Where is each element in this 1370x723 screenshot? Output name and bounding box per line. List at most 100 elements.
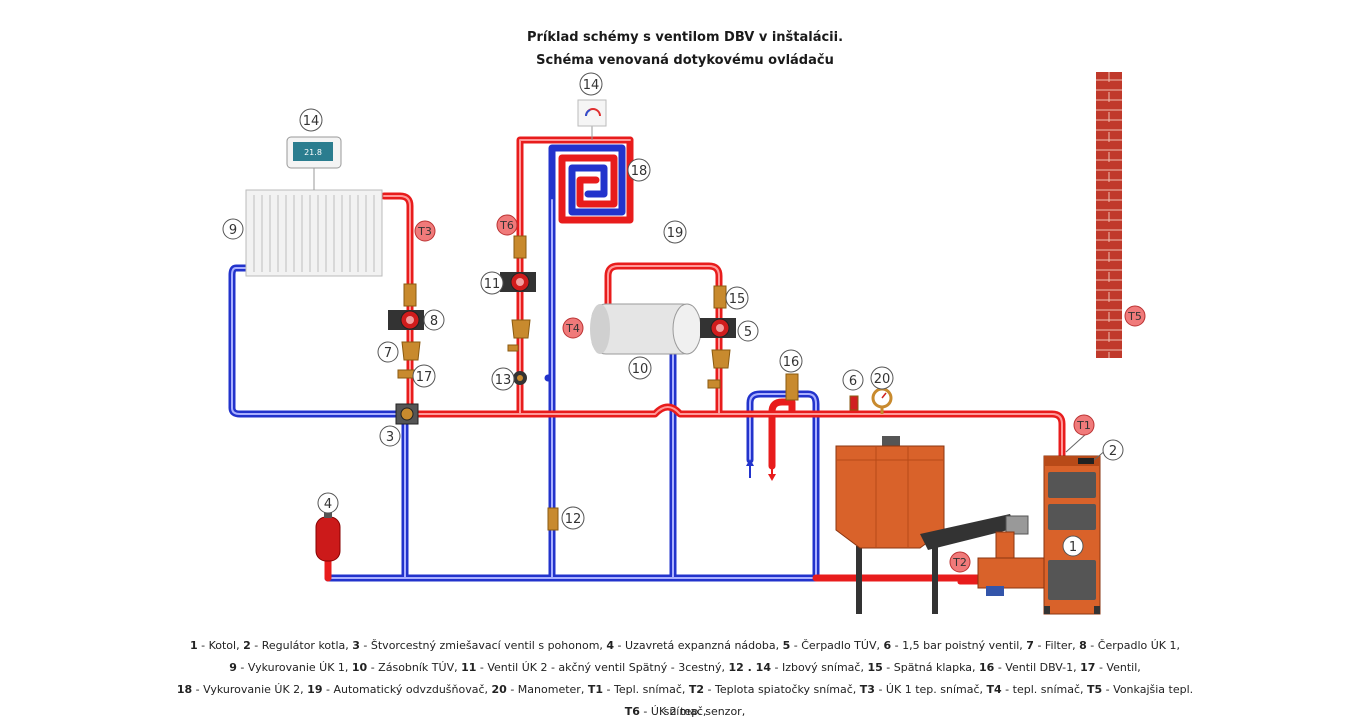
legend-line-4: T6 - ÚK 2 tep. senzor, bbox=[160, 701, 1210, 723]
legend-desc: - Vonkajšia tepl. snímač, bbox=[663, 683, 1194, 718]
svg-text:T3: T3 bbox=[417, 225, 432, 238]
label-14-touch: 14 bbox=[299, 108, 323, 132]
legend-desc: - Filter, bbox=[1033, 639, 1080, 652]
boiler bbox=[1043, 455, 1101, 615]
legend-desc: - Manometer, bbox=[506, 683, 588, 696]
sensor-t5: T5 bbox=[1124, 305, 1146, 327]
label-1: 1 bbox=[1062, 535, 1084, 557]
radiator bbox=[245, 189, 383, 277]
svg-text:20: 20 bbox=[874, 372, 891, 387]
svg-text:10: 10 bbox=[632, 362, 649, 377]
brass-fittings bbox=[397, 227, 859, 531]
legend-line-2: 9 - Vykurovanie ÚK 1, 10 - Zásobník TÚV,… bbox=[160, 657, 1210, 679]
legend-desc: - Ventil ÚK 2 - akčný ventil Spätný - 3c… bbox=[476, 661, 729, 674]
legend-desc: - Kotol, bbox=[197, 639, 244, 652]
room-sensor bbox=[577, 99, 607, 140]
sensor-t6: T6 bbox=[496, 214, 518, 236]
legend-key: T6 bbox=[624, 705, 640, 718]
legend-key: 3 bbox=[352, 639, 360, 652]
thermostat-display: 21.8 bbox=[304, 148, 322, 157]
legend-desc: - Automatický odvzdušňovač, bbox=[322, 683, 492, 696]
svg-text:T5: T5 bbox=[1127, 310, 1142, 323]
legend-desc: - Čerpadlo TÚV, bbox=[790, 639, 884, 652]
svg-text:T4: T4 bbox=[565, 322, 580, 335]
label-11: 11 bbox=[480, 271, 504, 295]
svg-text:12: 12 bbox=[565, 512, 582, 527]
svg-text:3: 3 bbox=[386, 430, 394, 445]
svg-text:8: 8 bbox=[430, 314, 438, 329]
sensor-t1: T1 bbox=[1073, 414, 1095, 436]
label-20: 20 bbox=[870, 366, 894, 390]
svg-text:18: 18 bbox=[631, 164, 648, 179]
three-way-valve bbox=[513, 371, 527, 385]
outside-wall bbox=[1096, 72, 1122, 358]
pellet-hopper bbox=[835, 436, 945, 614]
svg-text:T6: T6 bbox=[499, 219, 514, 232]
legend-key: 5 bbox=[782, 639, 791, 652]
legend-desc: - Izbový snímač, bbox=[770, 661, 868, 674]
label-7: 7 bbox=[377, 341, 399, 363]
legend-desc: - Ventil DBV-1, bbox=[994, 661, 1081, 674]
svg-text:4: 4 bbox=[324, 497, 332, 512]
pump-uk1 bbox=[388, 283, 424, 330]
legend-key: T1 bbox=[587, 683, 603, 696]
legend-desc: - Vykurovanie ÚK 1, bbox=[236, 661, 352, 674]
sensor-t4: T4 bbox=[562, 317, 584, 339]
sensor-labels: T1 T2 T3 T4 T5 T6 bbox=[414, 214, 1146, 573]
svg-text:1: 1 bbox=[1069, 540, 1077, 555]
legend-key: 19 bbox=[307, 683, 323, 696]
label-2: 2 bbox=[1102, 439, 1124, 461]
legend-key: 11 bbox=[461, 661, 477, 674]
label-13: 13 bbox=[491, 367, 515, 391]
flow-arrows bbox=[746, 459, 776, 481]
legend-desc: - ÚK 2 tep. senzor, bbox=[639, 705, 746, 718]
svg-text:11: 11 bbox=[484, 277, 501, 292]
room-thermostat-touch: 21.8 bbox=[286, 136, 342, 190]
label-8: 8 bbox=[423, 309, 445, 331]
label-12: 12 bbox=[561, 506, 585, 530]
svg-text:6: 6 bbox=[849, 374, 857, 389]
label-15: 15 bbox=[725, 286, 749, 310]
legend-key: 9 bbox=[229, 661, 237, 674]
pump-dhw bbox=[700, 285, 736, 338]
legend-desc: - Uzavretá expanzná nádoba, bbox=[614, 639, 783, 652]
svg-text:5: 5 bbox=[744, 325, 752, 340]
legend-key: T4 bbox=[986, 683, 1002, 696]
legend-desc: - Štvorcestný zmiešavací ventil s pohono… bbox=[359, 639, 607, 652]
label-18: 18 bbox=[627, 158, 651, 182]
legend-desc: - ÚK 1 tep. snímač, bbox=[874, 683, 987, 696]
svg-text:9: 9 bbox=[229, 223, 237, 238]
label-3: 3 bbox=[379, 425, 401, 447]
pellet-feeder bbox=[920, 514, 1049, 596]
legend-key: 15 bbox=[867, 661, 883, 674]
legend-desc: - tepl. snímač, bbox=[1001, 683, 1088, 696]
legend-key: 8 bbox=[1079, 639, 1087, 652]
label-17: 17 bbox=[412, 364, 436, 388]
legend-key: 20 bbox=[491, 683, 507, 696]
heating-schematic: 21.8 bbox=[222, 72, 1146, 615]
label-16: 16 bbox=[779, 349, 803, 373]
legend-desc: - Čerpadlo ÚK 1, bbox=[1086, 639, 1180, 652]
label-9: 9 bbox=[222, 218, 244, 240]
svg-text:16: 16 bbox=[783, 355, 800, 370]
title-line-1: Príklad schémy s ventilom DBV v inštalác… bbox=[526, 30, 844, 45]
label-19: 19 bbox=[663, 220, 687, 244]
svg-text:2: 2 bbox=[1109, 444, 1117, 459]
label-5: 5 bbox=[737, 320, 759, 342]
legend-key: 17 bbox=[1080, 661, 1096, 674]
title-line-2: Schéma venovaná dotykovému ovládaču bbox=[536, 53, 834, 68]
manometer bbox=[871, 387, 893, 414]
supply-pipes bbox=[324, 136, 1066, 585]
legend-desc: - Spätná klapka, bbox=[882, 661, 980, 674]
svg-text:7: 7 bbox=[384, 346, 392, 361]
pump-uk2 bbox=[500, 235, 536, 292]
label-14-sensor: 14 bbox=[579, 72, 603, 96]
svg-text:19: 19 bbox=[667, 226, 684, 241]
legend-key: 4 bbox=[606, 639, 615, 652]
legend-key: 10 bbox=[351, 661, 368, 674]
legend-key: 18 bbox=[176, 683, 193, 696]
label-10: 10 bbox=[628, 356, 652, 380]
svg-text:17: 17 bbox=[416, 370, 433, 385]
svg-text:T2: T2 bbox=[952, 556, 967, 569]
legend-desc: - Ventil, bbox=[1095, 661, 1141, 674]
